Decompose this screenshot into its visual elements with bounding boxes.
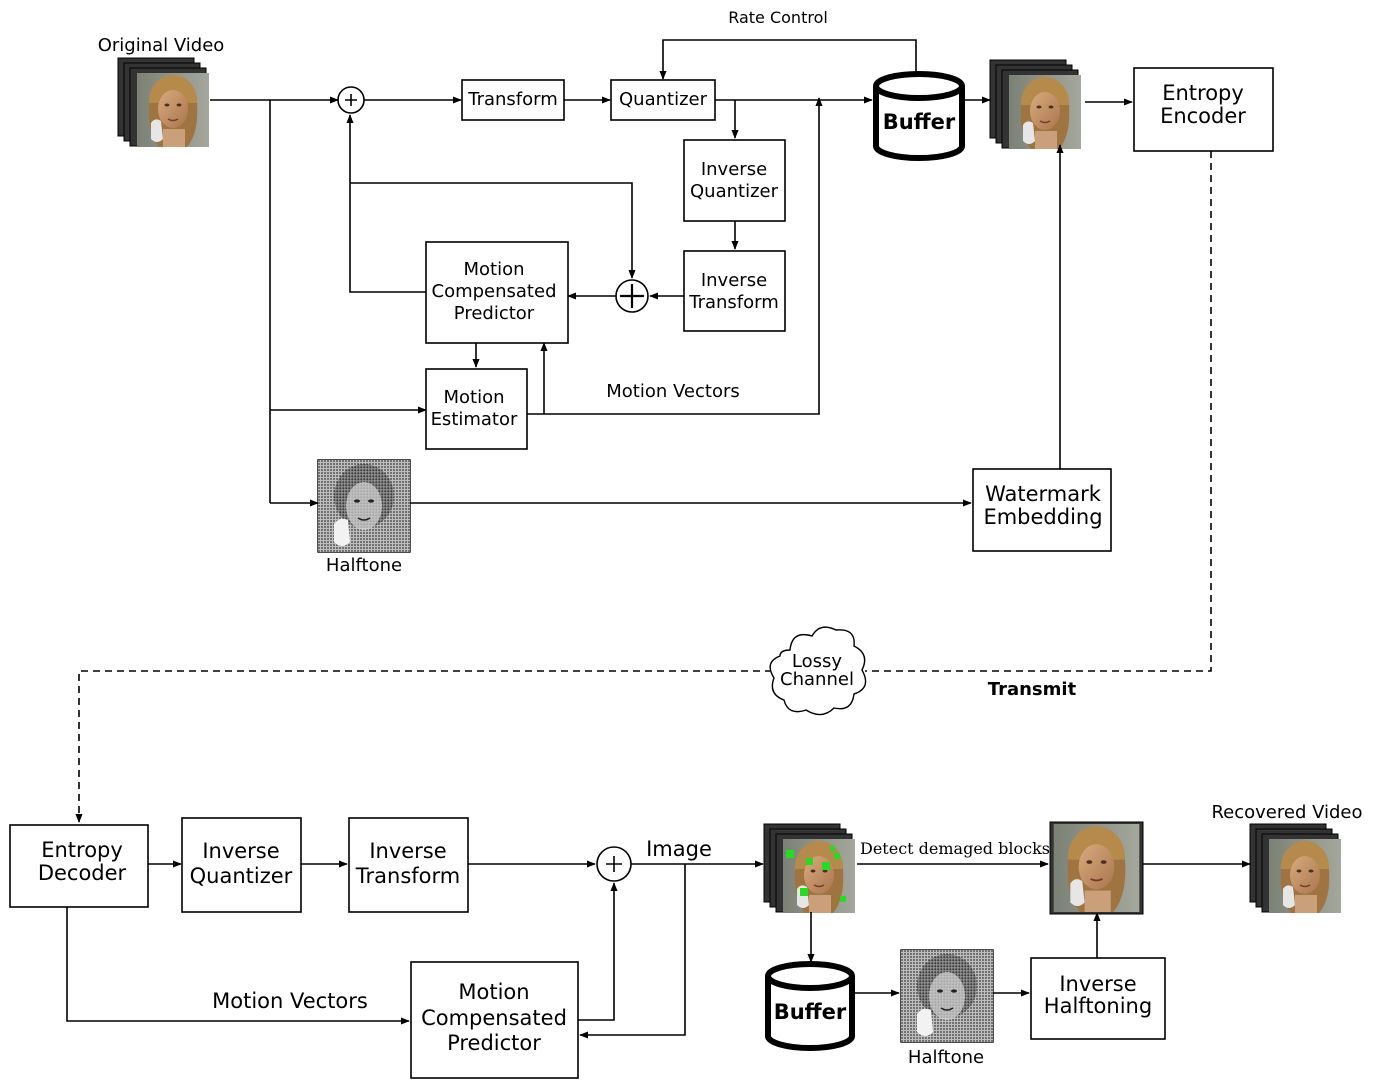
inverse-quantizer-bottom-label-2: Quantizer <box>190 864 293 888</box>
buffer-top-label: Buffer <box>883 110 956 134</box>
inverse-quantizer-bottom-label-1: Inverse <box>202 839 279 863</box>
inverse-transform-bottom-box: Inverse Transform <box>348 817 469 913</box>
inverse-transform-top-box: Inverse Transform <box>683 250 786 332</box>
damaged-video-frames-icon <box>763 823 855 913</box>
motion-vectors-top-label: Motion Vectors <box>606 381 739 402</box>
recovered-video-frames-icon <box>1249 823 1341 913</box>
top-summing-junction-icon <box>337 86 365 114</box>
inverse-quantizer-bottom-box: Inverse Quantizer <box>181 817 302 913</box>
mcp-top-label-3: Predictor <box>454 303 535 324</box>
original-video-label: Original Video <box>98 35 225 56</box>
mcp-bottom-label-2: Compensated <box>421 1006 567 1030</box>
motion-estimator-box: Motion Estimator <box>425 368 528 450</box>
feedback-to-middle-sum-arrow <box>350 182 636 279</box>
buffer-bottom-cylinder-icon: Buffer <box>765 961 855 1051</box>
halftone-bottom-image-icon <box>900 949 994 1043</box>
rate-control-loop-arrow <box>659 39 917 80</box>
inverse-transform-top-label-1: Inverse <box>701 270 767 291</box>
mcp-top-box: Motion Compensated Predictor <box>425 241 569 344</box>
damaged-blocks-icon <box>786 846 846 902</box>
mcp-to-top-sum-arrow <box>346 114 426 293</box>
mcp-bottom-label-1: Motion <box>458 980 529 1004</box>
entropy-decoder-label-2: Decoder <box>38 861 127 885</box>
mcp-bottom-to-sum-arrow <box>578 882 618 1021</box>
bottom-summing-junction-icon <box>596 846 632 882</box>
mcp-bottom-box: Motion Compensated Predictor <box>410 961 579 1079</box>
lossy-channel-cloud-icon: Lossy Channel <box>769 626 867 716</box>
quantizer-label: Quantizer <box>619 89 708 110</box>
inverse-halftoning-box: Inverse Halftoning <box>1030 957 1166 1040</box>
halftone-top-image-icon <box>317 459 411 553</box>
entropy-decoder-label-1: Entropy <box>41 838 123 862</box>
lossy-channel-label-1: Lossy <box>792 651 842 672</box>
entropy-encoder-box: Entropy Encoder <box>1133 67 1274 152</box>
transform-box: Transform <box>461 79 565 121</box>
watermark-embedding-label-1: Watermark <box>985 482 1102 506</box>
entropy-encoder-label-1: Entropy <box>1162 81 1244 105</box>
recovered-image-icon <box>1049 821 1144 915</box>
watermarked-video-frames-icon <box>989 59 1081 149</box>
rate-control-label: Rate Control <box>728 8 828 27</box>
transform-label: Transform <box>467 89 558 110</box>
transmit-dashed-line-left <box>75 670 772 823</box>
inverse-transform-top-label-2: Transform <box>688 292 779 313</box>
transmit-dashed-line-right <box>865 151 1212 672</box>
inverse-transform-bottom-label-2: Transform <box>355 864 460 888</box>
inverse-quantizer-top-label-1: Inverse <box>701 159 767 180</box>
middle-summing-junction-icon <box>615 279 649 313</box>
buffer-bottom-label: Buffer <box>774 1000 847 1024</box>
detect-damaged-label: Detect demaged blocks <box>860 839 1050 858</box>
watermark-embedding-label-2: Embedding <box>983 505 1102 529</box>
recovered-video-label: Recovered Video <box>1211 802 1362 823</box>
motion-estimator-label-1: Motion <box>443 387 504 408</box>
mcp-bottom-label-3: Predictor <box>447 1031 541 1055</box>
inverse-halftoning-label-1: Inverse <box>1059 972 1136 996</box>
entropy-encoder-label-2: Encoder <box>1160 104 1246 128</box>
motion-vectors-bottom-arrow <box>66 907 410 1025</box>
lossy-channel-label-2: Channel <box>780 669 854 690</box>
mcp-top-label-2: Compensated <box>432 281 557 302</box>
mcp-top-label-1: Motion <box>463 259 524 280</box>
buffer-top-cylinder-icon: Buffer <box>873 71 965 161</box>
inverse-quantizer-top-label-2: Quantizer <box>690 181 779 202</box>
halftone-bottom-label: Halftone <box>908 1047 984 1068</box>
motion-vectors-top-arrow <box>527 97 823 415</box>
original-video-frames-icon <box>117 57 209 147</box>
motion-vectors-bottom-label: Motion Vectors <box>212 989 368 1013</box>
inverse-transform-bottom-label-1: Inverse <box>369 839 446 863</box>
quantizer-box: Quantizer <box>610 79 716 121</box>
watermark-embedding-box: Watermark Embedding <box>972 468 1112 552</box>
inverse-quantizer-top-box: Inverse Quantizer <box>683 139 786 222</box>
transmit-label: Transmit <box>988 679 1077 700</box>
image-label: Image <box>646 837 712 861</box>
image-to-mcp-bottom-arrow <box>579 864 686 1039</box>
motion-estimator-label-2: Estimator <box>431 409 518 430</box>
inverse-halftoning-label-2: Halftoning <box>1044 994 1152 1018</box>
entropy-decoder-box: Entropy Decoder <box>9 824 149 908</box>
halftone-top-label: Halftone <box>326 555 402 576</box>
